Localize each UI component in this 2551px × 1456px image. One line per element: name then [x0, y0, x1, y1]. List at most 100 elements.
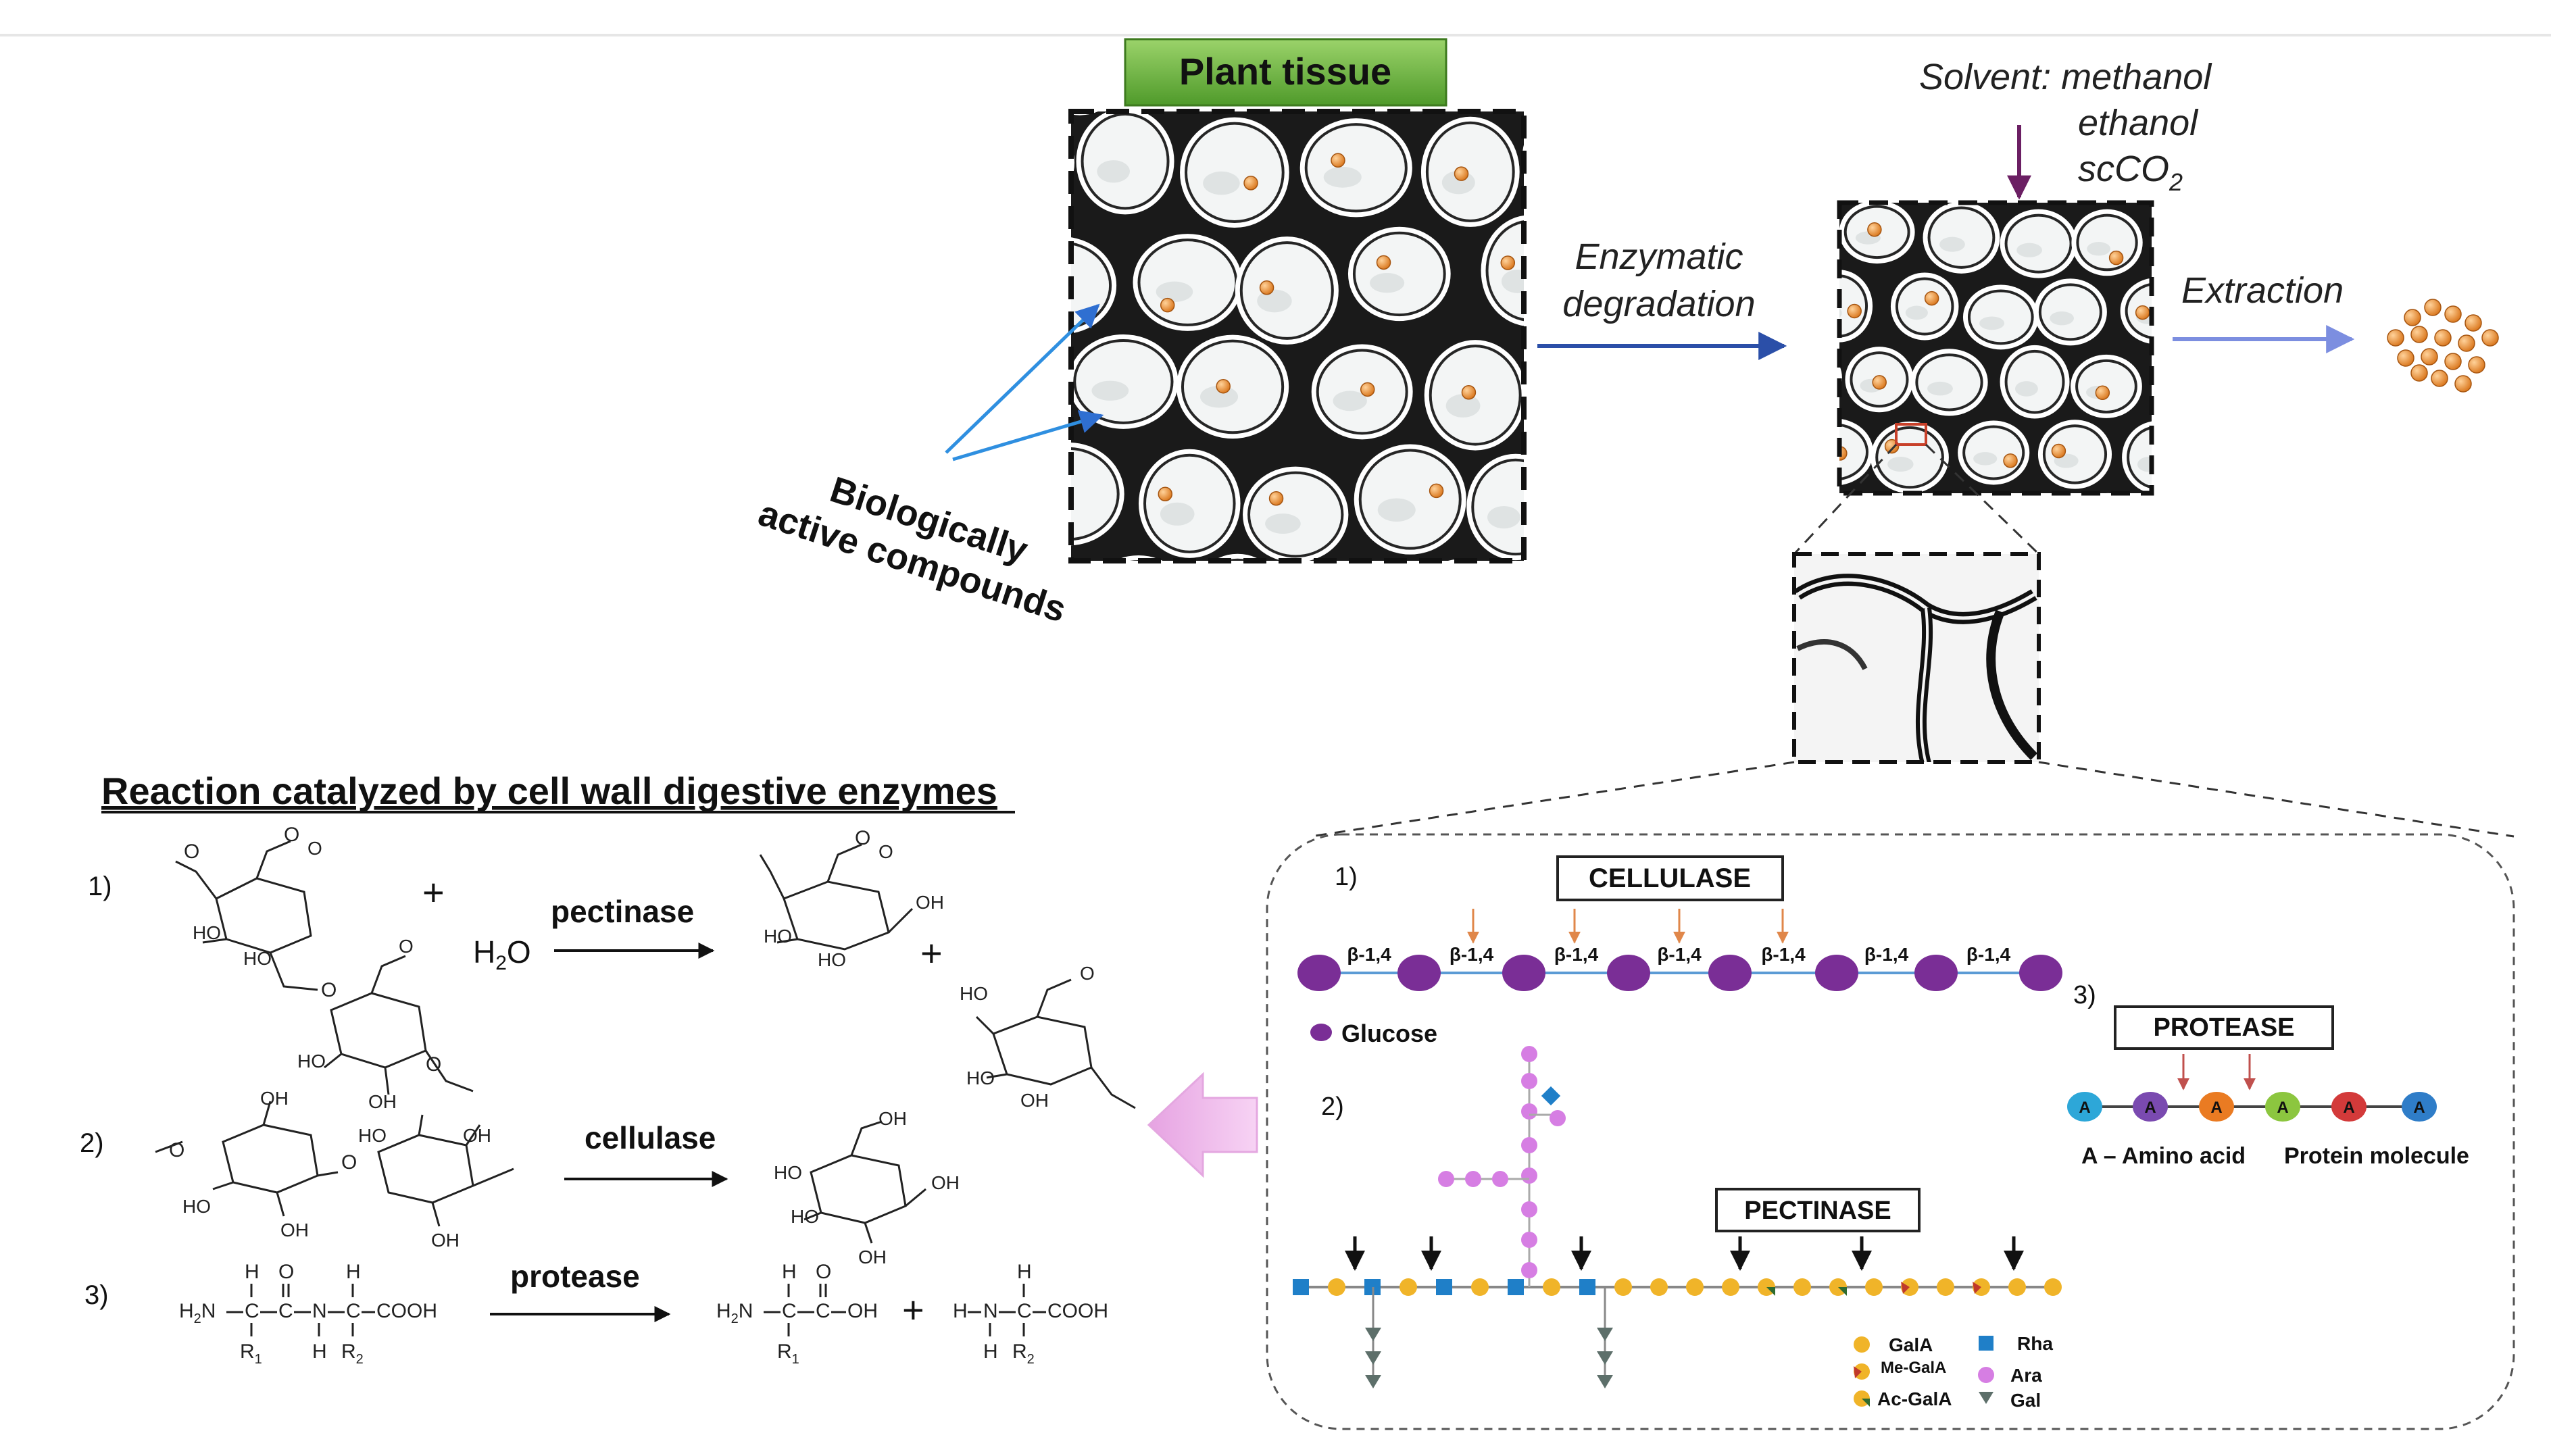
extracted-compound-dot [2444, 305, 2462, 323]
cell-wall [2190, 424, 2266, 493]
gala-unit [1543, 1278, 1560, 1296]
svg-text:O: O [878, 841, 893, 862]
legend-rha-label: Rha [2017, 1333, 2053, 1354]
cell-lumen [1307, 126, 1405, 210]
compound-dot [1281, 20, 1295, 33]
extracted-compounds [2387, 299, 2499, 393]
cell-shading [1370, 273, 1405, 293]
bio-arrow-1 [945, 303, 1100, 454]
cell-lumen [1076, 341, 1171, 422]
svg-text:H: H [312, 1340, 327, 1363]
svg-text:OH: OH [280, 1220, 309, 1240]
cell-shading [1905, 305, 1928, 320]
cell-wall [2153, 353, 2223, 418]
compound-dot [1827, 150, 1841, 164]
svg-text:COOH: COOH [376, 1300, 437, 1322]
pectin-chain [1293, 1046, 2062, 1388]
cell-lumen [1970, 292, 2031, 343]
cell-lumen [1146, 456, 1233, 551]
amino-acid-letter: A [2413, 1099, 2425, 1117]
reaction-3: H2N C H R1 C O N H C H R2 COOH protease [179, 1259, 1108, 1367]
svg-text:OH: OH [931, 1172, 960, 1193]
cell-lumen [1416, 566, 1508, 653]
svg-text:R2: R2 [1012, 1340, 1035, 1367]
rha-unit [1293, 1279, 1309, 1295]
gala-unit [1686, 1278, 1704, 1296]
extracted-compound-dot [2404, 309, 2421, 326]
cell-wall-inner [1037, 19, 1123, 110]
extracted-compound-dot [2397, 349, 2414, 367]
pectinase-label: PECTINASE [1744, 1197, 1891, 1225]
protease-label: PROTEASE [2153, 1013, 2294, 1042]
extracted-compound-dot [2387, 329, 2404, 347]
compound-dot [1643, 505, 1656, 518]
cell-lumen [1773, 502, 1831, 558]
gal-unit [1597, 1351, 1613, 1365]
galacturonic-dimer [175, 840, 474, 1095]
glucose-unit [1708, 955, 1752, 991]
cell-lumen [2209, 143, 2261, 199]
svg-text:R1: R1 [777, 1340, 799, 1367]
reactions-title: Reaction catalyzed by cell wall digestiv… [101, 770, 997, 812]
cell-lumen [1071, 449, 1117, 538]
cell-lumen [1183, 342, 1282, 432]
cell-shading [2014, 381, 2038, 397]
cell-wall-inner [2163, 215, 2225, 272]
svg-text:R2: R2 [341, 1340, 364, 1367]
gala-unit [1722, 1278, 1739, 1296]
cell-lumen [1536, 353, 1631, 441]
cell-wall-inner [1923, 504, 1982, 559]
cell-lumen [1878, 428, 1941, 486]
legend-ara-label: Ara [2010, 1365, 2042, 1386]
svg-text:HO: HO [966, 1068, 995, 1088]
cell-wall-inner [2206, 140, 2264, 201]
enzyme-panel-frame [1266, 833, 2515, 1430]
reaction-2: O OH HO OH O HO OH OH cellulase OH HO HO… [155, 1088, 960, 1267]
glucose-legend-label: Glucose [1341, 1020, 1437, 1047]
svg-text:O: O [816, 1261, 831, 1283]
ara-unit [1438, 1171, 1454, 1187]
gal-unit [1597, 1328, 1613, 1341]
cell-wall [1529, 346, 1639, 449]
cell-shading [2087, 242, 2111, 256]
glucose-legend-dot [1310, 1024, 1332, 1041]
compound-dot [1847, 303, 1862, 319]
zoom-leader-left [1793, 443, 1898, 555]
svg-text:HO: HO [764, 926, 792, 947]
cell-wall [956, 349, 1063, 453]
compound-dot [1785, 243, 1798, 257]
gal-unit [1597, 1375, 1613, 1388]
cell-shading [1606, 510, 1638, 531]
cell-wall-inner [978, 116, 1070, 209]
compound-dot [1872, 375, 1887, 390]
amino-acid-unit [2402, 1092, 2437, 1122]
cell-wall [1071, 144, 1075, 181]
svg-text:C: C [816, 1300, 831, 1322]
ara-unit [1521, 1103, 1537, 1120]
compound-dot [1779, 529, 1792, 543]
compound-dot [1629, 51, 1642, 65]
zoom-leader-right [1925, 443, 2040, 555]
svg-text:O: O [855, 827, 870, 849]
glucose-unit [2019, 955, 2062, 991]
bio-arrow-2 [952, 410, 1104, 461]
enzymatic-label-line1: Enzymatic [1575, 236, 1743, 277]
solvent-line2: ethanol [2078, 103, 2199, 143]
cell-lumen [2166, 218, 2222, 270]
amino-acid-letter: A [2144, 1099, 2156, 1117]
compound-dot [2190, 526, 2204, 540]
cell-shading [1897, 166, 1921, 179]
cell-lumen [1479, 7, 1571, 97]
gal-unit [1365, 1328, 1381, 1341]
extraction-step: Extraction [2173, 270, 2499, 393]
zoom-leader-panel-right [2038, 761, 2515, 838]
cell-shading [1939, 236, 1965, 252]
amino-acid-unit [2331, 1092, 2367, 1122]
ara-unit [1521, 1201, 1537, 1217]
compound-dot [2135, 305, 2150, 320]
cell-lumen [1973, 136, 2025, 190]
cell-lumen [1839, 426, 1866, 478]
svg-text:O: O [284, 824, 299, 846]
compound-dot [1582, 405, 1595, 418]
